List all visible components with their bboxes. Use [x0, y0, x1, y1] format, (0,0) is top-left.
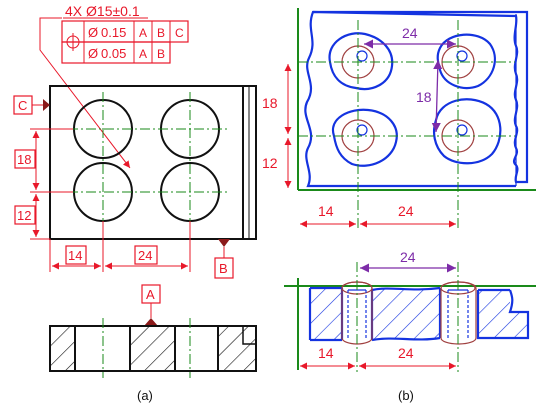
feature-control-frame: 4X Ø15±0.1 Ø 0.15 A B C Ø 0.05 A B: [39, 3, 189, 169]
dim-a-14: 14: [68, 248, 82, 263]
leader-line: [39, 17, 131, 169]
panel-a-vertical-dimensions: 18 12: [14, 128, 73, 240]
dim-b-top-24: 24: [402, 25, 418, 41]
panel-b: 24 18 18 12 14 24: [262, 8, 536, 403]
fcf-count-diameter: 4X Ø15±0.1: [65, 3, 140, 19]
dim-a-18: 18: [17, 152, 31, 167]
part-section-view: [49, 318, 257, 378]
part-top-view: [49, 85, 257, 240]
datum-b-label: B: [219, 261, 228, 276]
panel-a-horizontal-dimensions: 14 24: [49, 221, 191, 272]
caption-a: (a): [137, 388, 153, 403]
dim-a-24: 24: [138, 248, 152, 263]
dim-b-bottom-24: 24: [398, 203, 414, 219]
fcf-row1-datum-c: C: [175, 26, 184, 40]
fcf-row1-tolerance: 0.15: [101, 25, 126, 40]
fcf-row1-symbol: Ø: [88, 25, 98, 40]
fcf-row2-symbol: Ø: [88, 46, 98, 61]
fcf-row2-datum-b: B: [157, 47, 165, 61]
dim-b-left-12: 12: [262, 155, 278, 171]
datum-a-label: A: [146, 287, 155, 302]
caption-b: (b): [398, 388, 414, 403]
dim-b-section-top-24: 24: [400, 249, 416, 265]
panel-a: 4X Ø15±0.1 Ø 0.15 A B C Ø 0.05 A B: [13, 3, 257, 403]
dim-b-section-24: 24: [398, 345, 414, 361]
position-symbol-icon: [64, 33, 82, 51]
datum-c: C: [13, 95, 50, 115]
fcf-row1-datum-a: A: [139, 26, 147, 40]
dim-b-left-18: 18: [262, 95, 278, 111]
dim-b-bottom-14: 14: [318, 203, 334, 219]
datum-c-label: C: [18, 98, 27, 113]
dim-b-section-14: 14: [318, 345, 334, 361]
dim-b-right-18: 18: [416, 89, 432, 105]
fcf-row2-datum-a: A: [139, 47, 147, 61]
dim-a-12: 12: [17, 208, 31, 223]
datum-a: A: [141, 284, 161, 326]
fcf-row2-tolerance: 0.05: [101, 46, 126, 61]
datum-b: B: [214, 239, 234, 279]
actual-part-section: [284, 262, 536, 372]
fcf-row1-datum-b: B: [157, 26, 165, 40]
